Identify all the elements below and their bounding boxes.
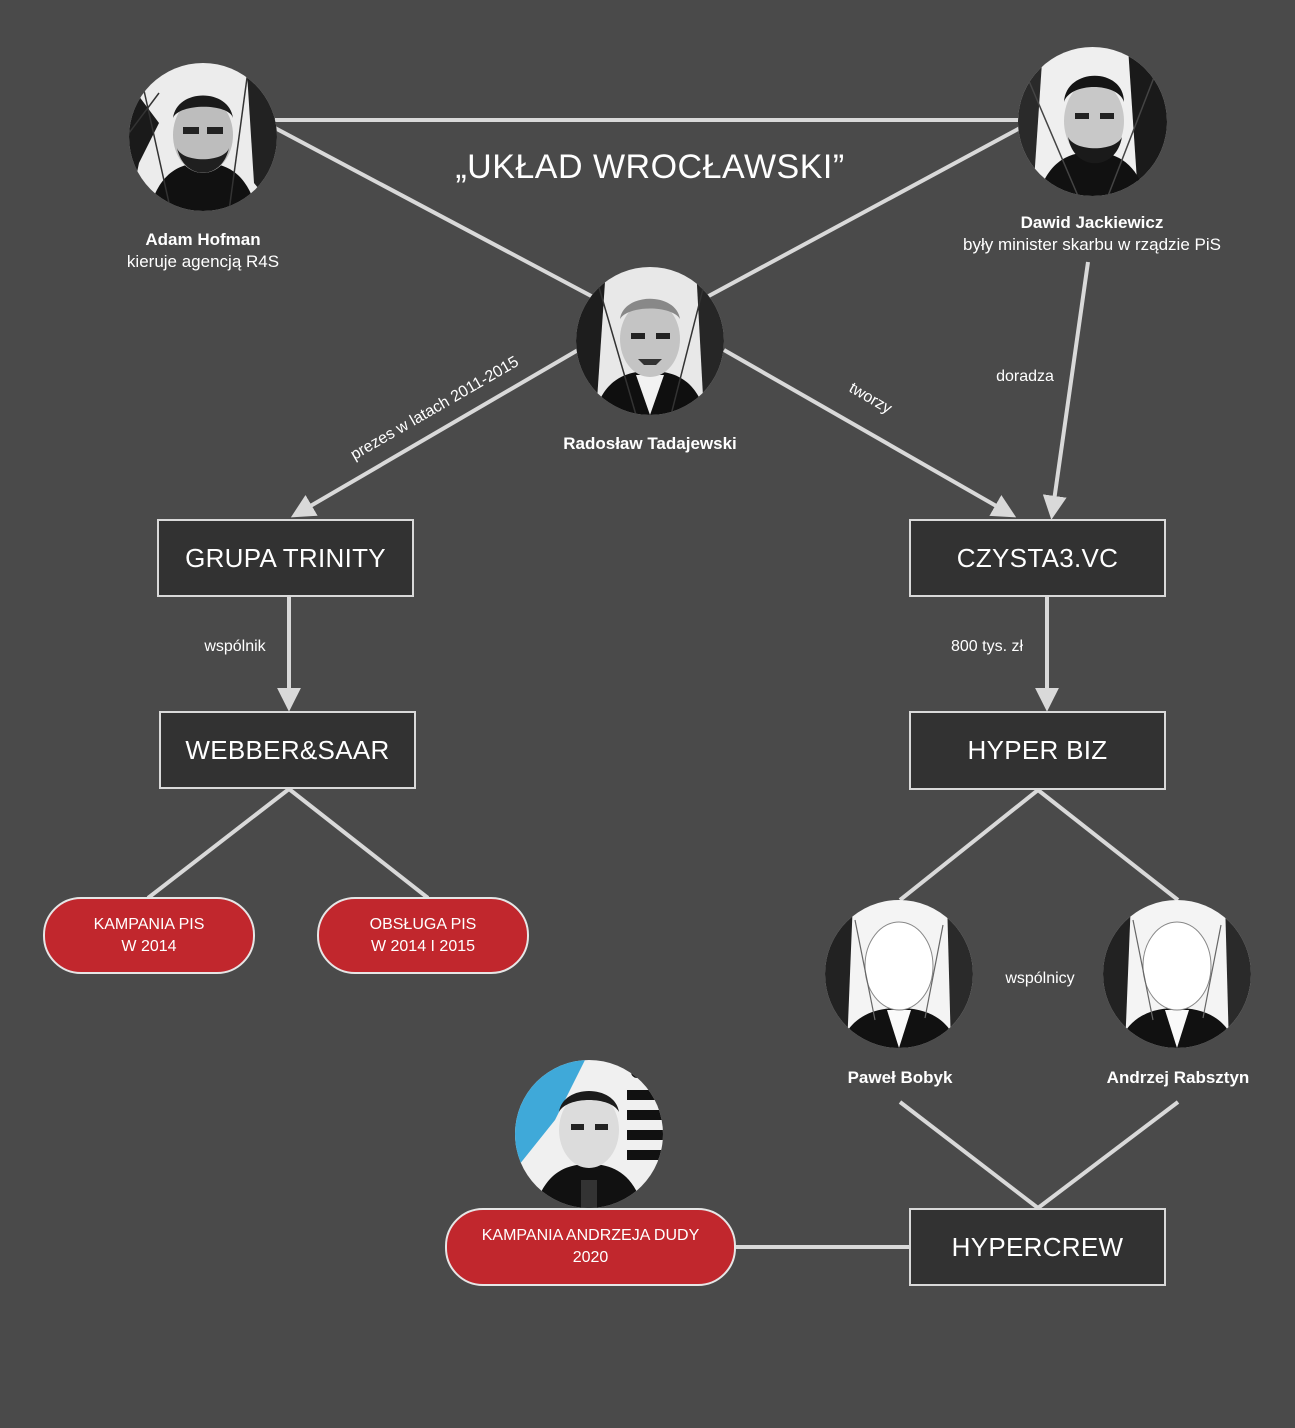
box-hyper-biz: HYPER BIZ [909,711,1166,790]
pill-obsluga-pis: OBSŁUGA PIS W 2014 I 2015 [317,897,529,974]
line-hofman-tadajewski [274,126,596,300]
portrait-duda [515,1060,663,1208]
line-rabsztyn-hypercrew [1036,1100,1180,1210]
pill-line: OBSŁUGA PIS [369,915,477,933]
edge-label-wspolnik: wspólnik [204,638,266,655]
box-grupa-trinity: GRUPA TRINITY [157,519,414,597]
portrait-tadajewski [576,267,724,415]
name-bobyk: Paweł Bobyk [847,1068,953,1087]
portrait-bobyk [825,900,973,1048]
name-jackiewicz: Dawid Jackiewicz [1020,213,1164,232]
box-czysta3vc: CZYSTA3.VC [909,519,1166,597]
arrow-doradza [1042,261,1090,520]
box-hypercrew: HYPERCREW [909,1208,1166,1286]
name-tadajewski: Radosław Tadajewski [563,434,737,453]
line-hyperbiz-bobyk [898,788,1040,902]
line-webber-obsluga [287,787,430,900]
portrait-jackiewicz [1018,47,1167,196]
pill-line: 2020 [572,1249,609,1266]
pill-line: W 2014 I 2015 [370,937,476,955]
arrow-tworzy [723,348,1017,518]
pill-line: KAMPANIA PIS [93,915,205,933]
diagram-title: „UKŁAD WROCŁAWSKI” [455,148,845,186]
portrait-rabsztyn [1103,900,1251,1048]
pill-kampania-duda: KAMPANIA ANDRZEJA DUDY 2020 [445,1208,736,1286]
pill-kampania-pis: KAMPANIA PIS W 2014 [43,897,255,974]
role-jackiewicz: były minister skarbu w rządzie PiS [963,235,1221,254]
portrait-hofman [129,63,277,211]
edge-label-wspolnicy: wspólnicy [1005,970,1075,987]
edge-label-doradza: doradza [996,368,1054,385]
box-webber-saar: WEBBER&SAAR [159,711,416,789]
line-hyperbiz-rabsztyn [1036,788,1180,902]
line-bobyk-hypercrew [898,1100,1040,1210]
line-jackiewicz-tadajewski [704,126,1021,300]
edge-label-kwota: 800 tys. zł [950,638,1024,655]
name-hofman: Adam Hofman [145,230,261,249]
line-webber-kampania [146,787,291,900]
role-hofman: kieruje agencją R4S [126,252,280,271]
pill-line: W 2014 [121,937,177,955]
name-rabsztyn: Andrzej Rabsztyn [1106,1068,1250,1087]
pill-line: KAMPANIA ANDRZEJA DUDY [481,1227,700,1244]
arrow-prezes [290,348,580,518]
